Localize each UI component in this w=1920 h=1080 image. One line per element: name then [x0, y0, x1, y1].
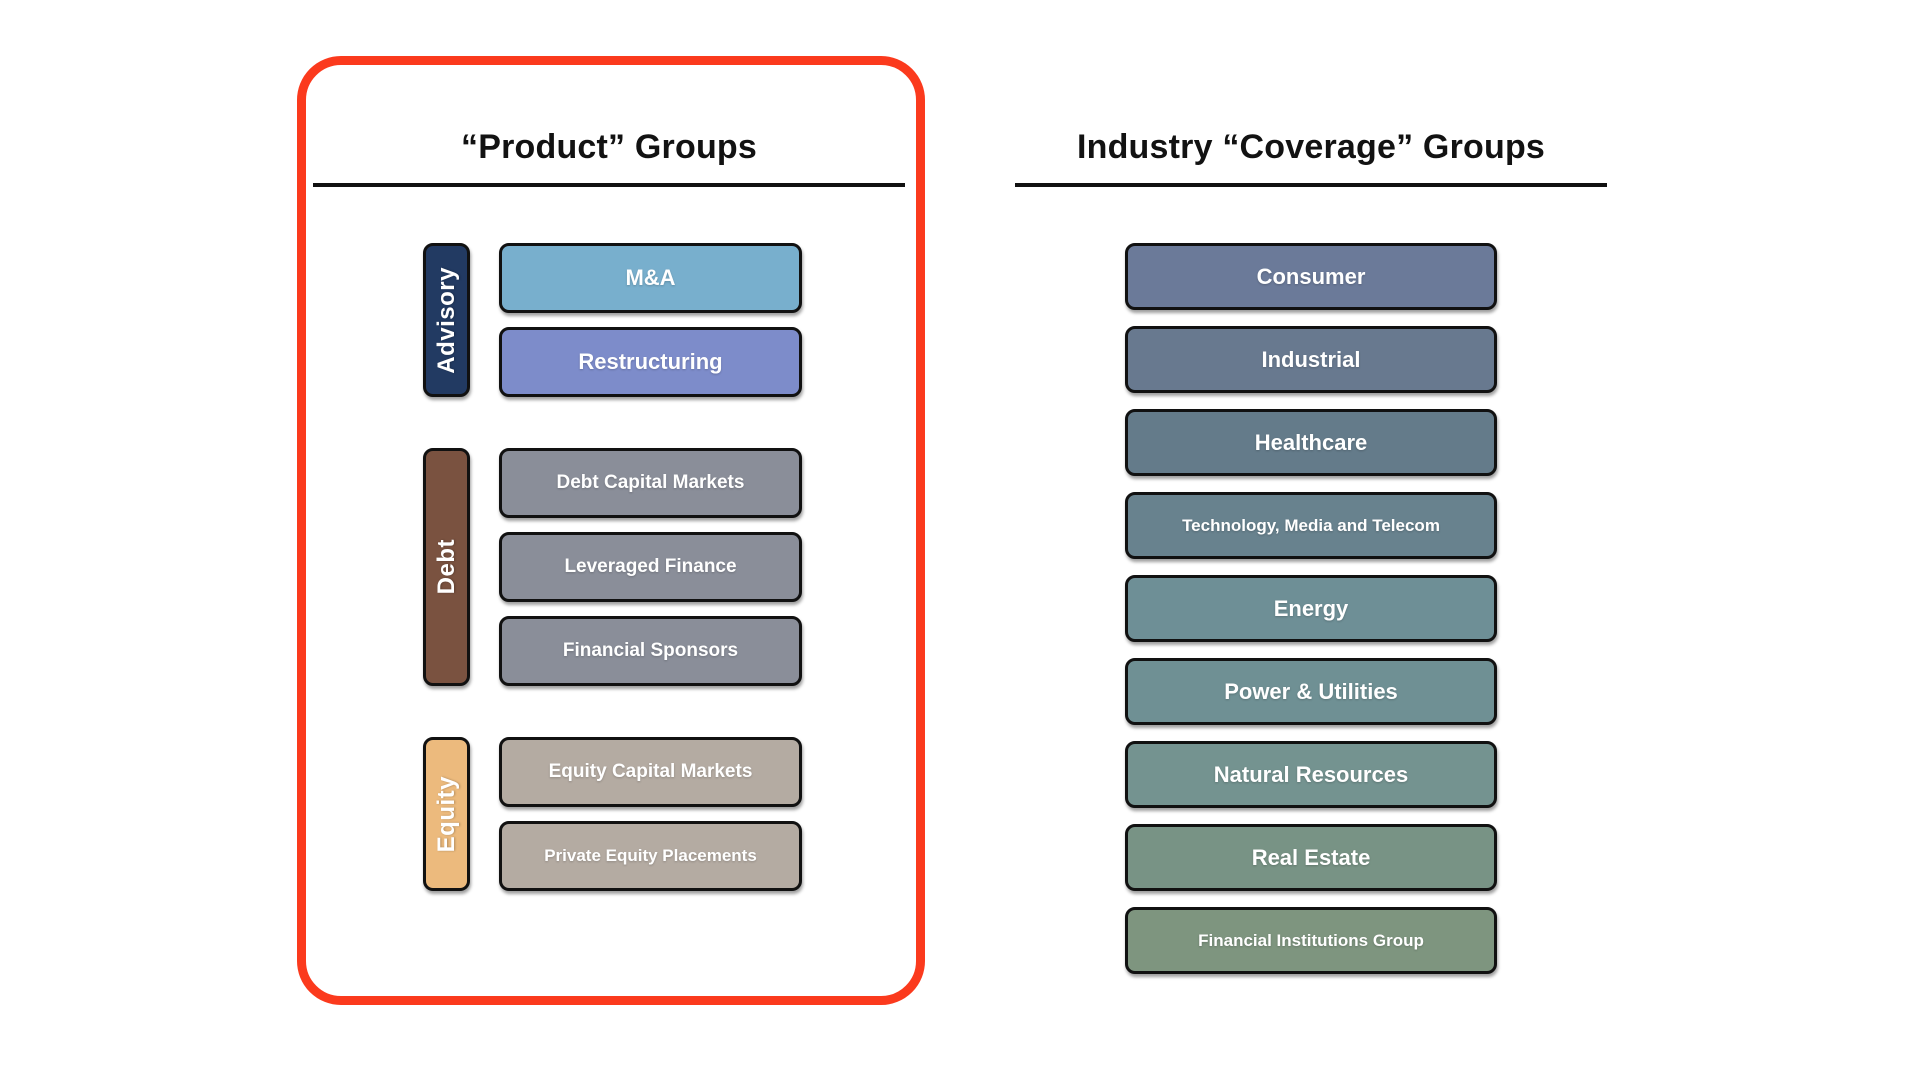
- product-group-boxes: Equity Capital Markets Private Equity Pl…: [499, 737, 802, 891]
- product-group-category-bar: Debt: [423, 448, 470, 686]
- product-group-category-bar: Advisory: [423, 243, 470, 397]
- product-group-boxes: Debt Capital Markets Leveraged Finance F…: [499, 448, 802, 686]
- coverage-box-power-utilities: Power & Utilities: [1125, 658, 1497, 725]
- product-group-advisory: Advisory M&A Restructuring: [423, 243, 802, 397]
- group-box-label: M&A: [625, 265, 676, 290]
- product-box-debt-capital-markets: Debt Capital Markets: [499, 448, 802, 518]
- group-box-label: Equity Capital Markets: [548, 761, 753, 782]
- product-group-category-label: Equity: [432, 775, 460, 853]
- product-box-m-a: M&A: [499, 243, 802, 313]
- group-box-label: Consumer: [1256, 263, 1366, 289]
- coverage-box-healthcare: Healthcare: [1125, 409, 1497, 476]
- group-box-label: Private Equity Placements: [544, 846, 757, 865]
- coverage-box-financial-institutions-group: Financial Institutions Group: [1125, 907, 1497, 974]
- product-group-boxes: M&A Restructuring: [499, 243, 802, 397]
- group-box-label: Industrial: [1261, 346, 1361, 372]
- group-box-label: Financial Institutions Group: [1198, 930, 1424, 950]
- coverage-box-technology-media-and-telecom: Technology, Media and Telecom: [1125, 492, 1497, 559]
- product-group-category-label: Advisory: [432, 266, 460, 374]
- product-box-leveraged-finance: Leveraged Finance: [499, 532, 802, 602]
- product-box-financial-sponsors: Financial Sponsors: [499, 616, 802, 686]
- group-box-label: Debt Capital Markets: [556, 472, 745, 493]
- product-box-restructuring: Restructuring: [499, 327, 802, 397]
- group-box-label: Power & Utilities: [1224, 678, 1398, 704]
- product-group-equity: Equity Equity Capital Markets Private Eq…: [423, 737, 802, 891]
- product-groups-highlight-frame: [297, 56, 925, 1005]
- coverage-box-natural-resources: Natural Resources: [1125, 741, 1497, 808]
- product-groups-title: “Product” Groups: [313, 128, 905, 187]
- group-box-label: Energy: [1273, 595, 1349, 621]
- product-groups-column: Advisory M&A Restructuring Debt Debt Cap…: [423, 243, 802, 891]
- coverage-box-real-estate: Real Estate: [1125, 824, 1497, 891]
- group-box-label: Healthcare: [1254, 429, 1368, 455]
- coverage-box-energy: Energy: [1125, 575, 1497, 642]
- product-group-category-bar: Equity: [423, 737, 470, 891]
- product-box-equity-capital-markets: Equity Capital Markets: [499, 737, 802, 807]
- group-box-label: Restructuring: [578, 349, 723, 374]
- product-group-debt: Debt Debt Capital Markets Leveraged Fina…: [423, 448, 802, 686]
- coverage-groups-title: Industry “Coverage” Groups: [1015, 128, 1607, 187]
- group-box-label: Natural Resources: [1213, 761, 1409, 787]
- group-box-label: Financial Sponsors: [562, 640, 739, 661]
- coverage-box-industrial: Industrial: [1125, 326, 1497, 393]
- group-box-label: Real Estate: [1251, 844, 1371, 870]
- product-box-private-equity-placements: Private Equity Placements: [499, 821, 802, 891]
- coverage-groups-column: Consumer Industrial Healthcare Technolog…: [1125, 243, 1497, 974]
- coverage-box-consumer: Consumer: [1125, 243, 1497, 310]
- group-box-label: Technology, Media and Telecom: [1182, 515, 1440, 535]
- product-group-category-label: Debt: [432, 539, 460, 595]
- group-box-label: Leveraged Finance: [564, 556, 737, 577]
